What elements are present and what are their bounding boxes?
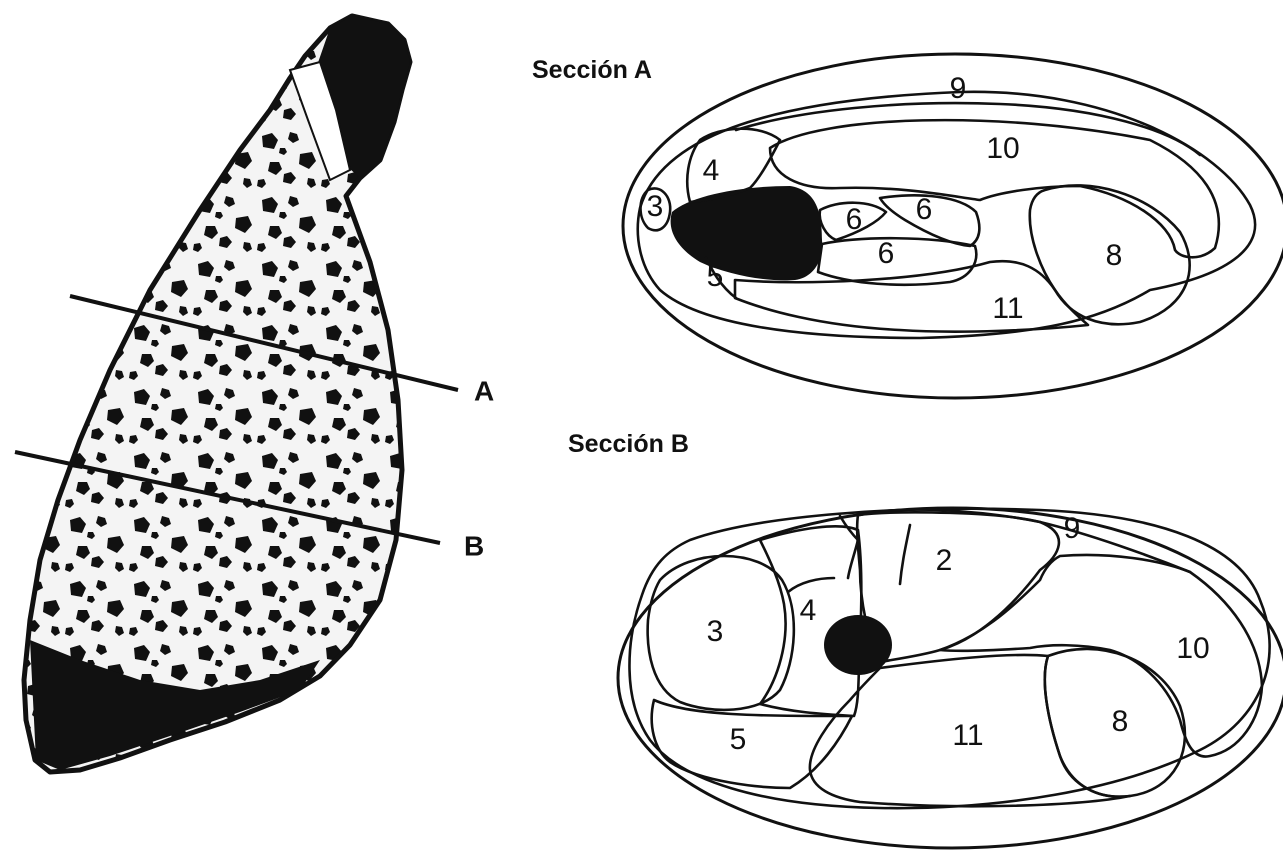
section-b-label-10: 10 [1176,632,1209,665]
section-a-label-4: 4 [703,154,720,187]
section-b-label-3: 3 [707,615,724,648]
section-a-label-8: 8 [1106,239,1123,272]
section-b-label-2: 2 [936,544,953,577]
section-b-label-5: 5 [730,723,747,756]
section-a-bone [671,186,823,280]
section-a-title: Sección A [532,56,652,84]
section-a-label-3: 3 [647,190,664,223]
section-b-label-11: 11 [952,719,983,752]
ham-illustration [24,16,410,772]
section-a-muscle-9-boundary [736,103,1200,155]
section-b-label-4: 4 [800,594,817,627]
section-a-label-5: 5 [707,260,724,293]
section-a-label-11: 11 [992,292,1023,325]
section-a-label-6a: 6 [846,203,863,236]
section-b-small-muscles [840,516,858,578]
section-a-diagram [623,54,1283,398]
section-b-label-9: 9 [1064,512,1081,545]
section-b-bone [824,615,892,675]
section-b-label-8: 8 [1112,705,1129,738]
section-a-label-6c: 6 [878,237,895,270]
section-a-label-9: 9 [950,72,967,105]
section-a-label-6b: 6 [916,193,933,226]
section-b-muscle-4-crease [788,578,834,592]
section-a-label-10: 10 [986,132,1019,165]
cut-label-b: B [464,530,484,561]
cut-label-a: A [474,375,494,406]
section-b-title: Sección B [568,430,689,458]
section-b-muscle-2-crease [900,525,910,584]
